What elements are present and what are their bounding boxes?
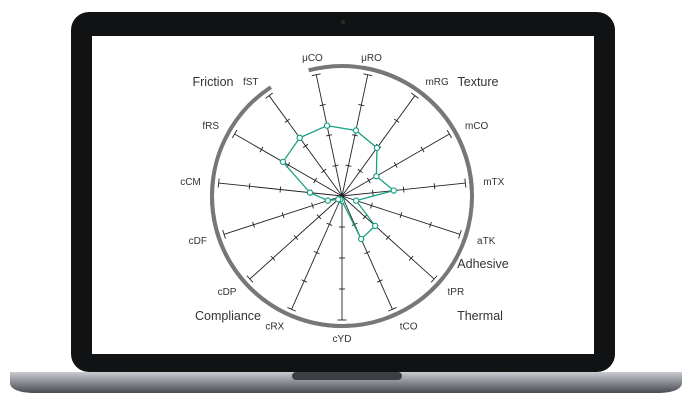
spoke-tick-tco [376, 279, 383, 283]
spoke-tick-atk [370, 202, 373, 209]
spoke-tick-fst [302, 143, 309, 148]
spoke-tick-muco [326, 134, 333, 137]
spoke-tick-tpr [385, 234, 391, 241]
spoke-tick-mrg [357, 168, 363, 174]
spoke-tick-ccm [279, 186, 282, 193]
spoke-cap-cdp [246, 275, 254, 283]
axis-label-tco: tCO [400, 322, 418, 333]
laptop-notch [292, 372, 402, 380]
spoke-tick-ccm [248, 183, 251, 190]
series-point-tpr [371, 222, 379, 230]
series-point-mco [373, 172, 380, 180]
group-arc-friction [210, 64, 474, 328]
series-point-atk [352, 197, 360, 204]
spoke-tick-muro [345, 164, 352, 167]
axis-label-cyd: cYD [333, 334, 352, 345]
series-point-muro [352, 127, 360, 134]
spoke-tick-tco [364, 251, 371, 255]
spoke-cap-ccm [217, 178, 220, 188]
spoke-tick-frs [313, 177, 318, 184]
axis-label-muro: μRO [361, 53, 382, 64]
spoke-cap-mrg [410, 92, 419, 99]
spoke-tick-mtx [402, 186, 405, 193]
series-point-mrg [373, 144, 381, 152]
spoke-cap-tpr [430, 275, 438, 283]
spoke-cap-frs [231, 129, 238, 139]
series-point-tco [357, 235, 365, 243]
spoke-tick-muro [351, 134, 358, 137]
series-point-fst [296, 134, 303, 142]
axis-label-mtx: mTX [483, 177, 504, 188]
axis-label-tpr: tPR [448, 287, 465, 298]
spoke-tick-mrg [393, 118, 400, 123]
series-point-muco [323, 122, 331, 129]
series-point-frs [279, 158, 287, 166]
axis-label-ccm: cCM [180, 177, 201, 188]
spoke-tick-cdf [311, 202, 314, 209]
spoke-tick-cdf [252, 221, 255, 228]
spoke-tick-tco [351, 222, 358, 226]
spoke-cap-crx [287, 307, 296, 312]
spoke-cap-fst [265, 92, 274, 99]
spoke-tick-cdp [316, 214, 322, 220]
group-label-thermal: Thermal [457, 309, 503, 323]
group-label-adhesive: Adhesive [457, 257, 508, 271]
spoke-tick-atk [429, 221, 432, 228]
laptop-base [10, 372, 682, 393]
series-point-cdf [324, 197, 332, 204]
spoke-cap-tco [388, 307, 397, 312]
spoke-tick-mco [366, 177, 371, 184]
spoke-tick-crx [313, 251, 320, 255]
axis-label-crx: cRX [265, 322, 284, 333]
axis-label-mco: mCO [465, 121, 489, 132]
spoke-tick-cdp [293, 234, 299, 241]
spoke-tick-mtx [433, 183, 436, 190]
group-label-compliance: Compliance [195, 309, 261, 323]
axis-label-frs: fRS [202, 121, 219, 132]
spoke-tick-muco [319, 103, 326, 107]
spoke-cap-mco [446, 129, 453, 139]
spoke-cap-muco [311, 73, 321, 77]
group-label-friction: Friction [193, 75, 234, 89]
spoke-cap-muro [363, 73, 373, 77]
spoke-tick-crx [326, 222, 333, 226]
series-polygon [282, 124, 396, 241]
spoke-cap-atk [458, 229, 462, 239]
spoke-tick-fst [284, 118, 291, 123]
spoke-cap-cdf [222, 229, 226, 239]
series-point-ccm [306, 189, 314, 196]
axis-label-atk: aTK [477, 236, 496, 247]
spoke-tick-cdp [270, 255, 276, 261]
group-arcs [210, 64, 474, 328]
spoke-tick-cdf [281, 212, 285, 219]
series-point-cdp [335, 196, 342, 203]
spoke-tick-crx [301, 279, 308, 283]
spoke-tick-fst [321, 168, 327, 174]
axis-label-mrg: mRG [425, 77, 449, 88]
series-points [279, 122, 397, 243]
spoke-tick-muco [332, 164, 339, 167]
axis-label-muco: μCO [302, 53, 323, 64]
spoke-cap-mtx [464, 178, 467, 188]
spoke-tick-mco [393, 162, 398, 168]
spoke-tick-mco [420, 146, 425, 153]
series-point-mtx [390, 187, 397, 194]
spoke-tick-atk [399, 212, 403, 219]
axis-label-cdf: cDF [189, 236, 207, 247]
camera-dot [341, 20, 345, 24]
spoke-tick-muro [358, 103, 365, 107]
spoke-tick-mtx [372, 189, 374, 196]
spoke-tick-frs [259, 146, 264, 153]
spoke-tick-tpr [408, 255, 414, 261]
group-label-texture: Texture [458, 75, 499, 89]
axis-label-fst: fST [243, 77, 259, 88]
axis-labels: μCO μRO mRG mCO mTX aTK tPR tCO cYD cRX cDP cDF cCM f… [180, 53, 504, 345]
axis-label-cdp: cDP [218, 287, 237, 298]
radar-chart: μCO μRO mRG mCO mTX aTK tPR tCO cYD cRX cDP cDF cCM f… [180, 53, 509, 345]
